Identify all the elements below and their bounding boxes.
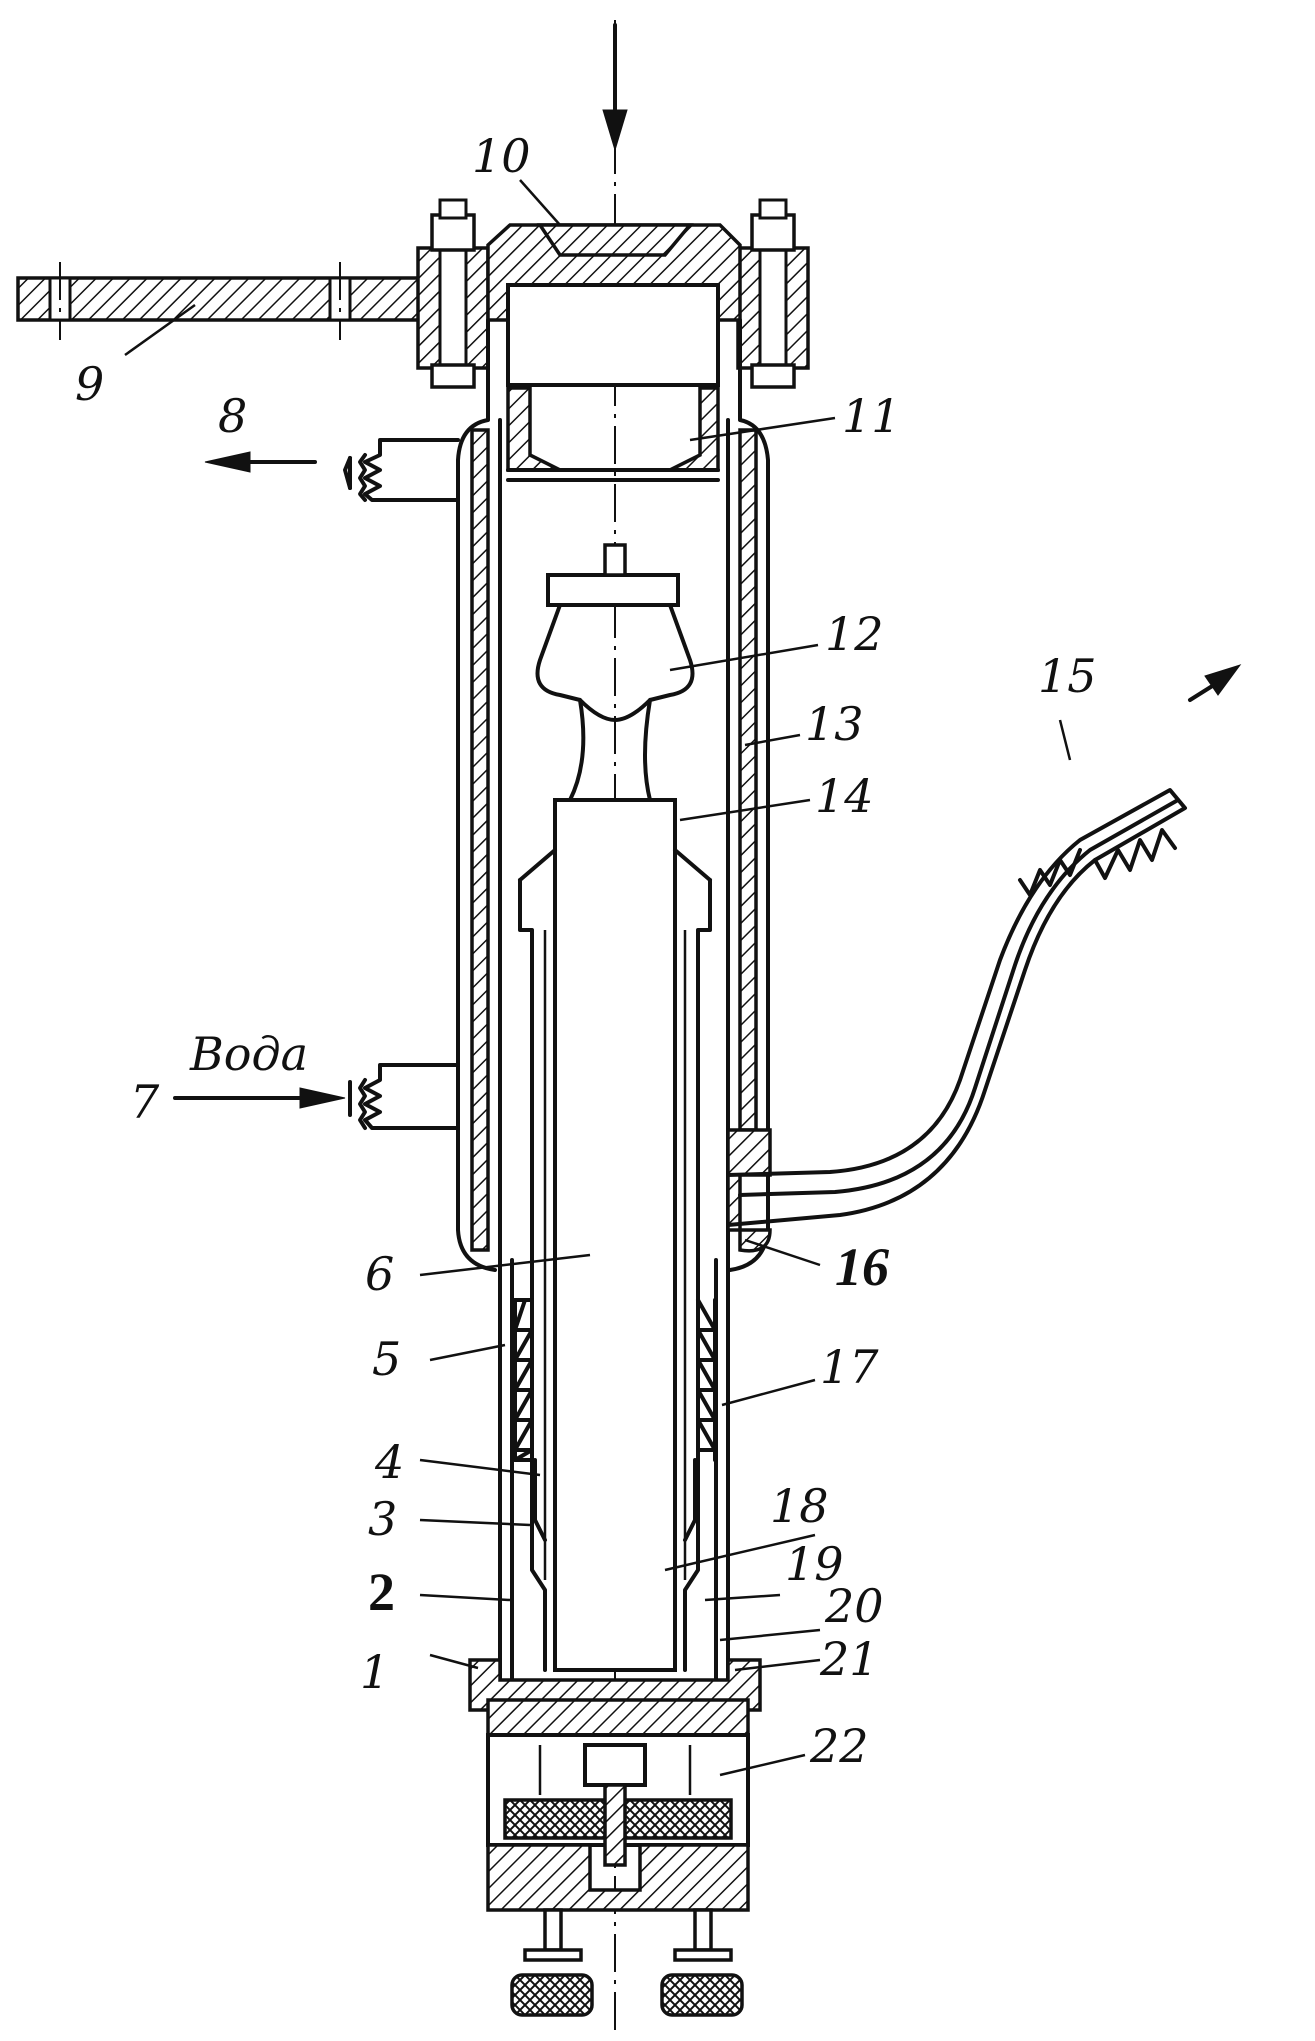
lower-tube-walls [510, 1258, 718, 1682]
central-rod [518, 798, 712, 1672]
label-2: 2 [368, 1562, 395, 1622]
inlet-arrow [602, 23, 628, 152]
label-6: 6 [365, 1247, 394, 1301]
label-14: 14 [815, 769, 874, 823]
valve-ring [506, 386, 720, 482]
label-20: 20 [824, 1579, 884, 1633]
label-12: 12 [825, 607, 884, 661]
label-17: 17 [820, 1340, 879, 1394]
label-9: 9 [75, 357, 104, 411]
part-labels: 10 9 8 11 12 13 14 15 Вода 7 16 6 5 17 4… [75, 129, 1097, 1773]
label-1: 1 [360, 1645, 389, 1699]
inlet-7-nipple [348, 1063, 460, 1130]
base-assembly [468, 1658, 762, 1912]
label-10: 10 [472, 129, 531, 183]
label-21: 21 [819, 1632, 879, 1686]
outlet-8-nipple [343, 438, 460, 502]
flange-arm [16, 262, 440, 340]
label-3: 3 [368, 1492, 397, 1546]
adjust-screws [510, 1908, 744, 2017]
side-pipe-arrow [1188, 664, 1242, 702]
label-11: 11 [842, 389, 901, 443]
label-5: 5 [372, 1332, 401, 1386]
label-18: 18 [770, 1479, 829, 1533]
label-7: 7 [130, 1075, 160, 1129]
outlet-8-arrow [204, 451, 317, 473]
inlet-7-arrow [173, 1087, 346, 1109]
label-4: 4 [374, 1435, 404, 1489]
label-water: Вода [189, 1027, 308, 1081]
cooling-fins-right [696, 1298, 717, 1462]
leader-lines [124, 179, 1072, 1777]
side-pipe [726, 788, 1187, 1253]
cooling-fins-left [513, 1298, 534, 1462]
label-13: 13 [805, 697, 864, 751]
label-22: 22 [809, 1719, 869, 1773]
label-15: 15 [1038, 649, 1097, 703]
label-8: 8 [218, 389, 247, 443]
label-16: 16 [835, 1237, 889, 1297]
label-19: 19 [785, 1537, 844, 1591]
top-flange-assembly [416, 198, 810, 389]
